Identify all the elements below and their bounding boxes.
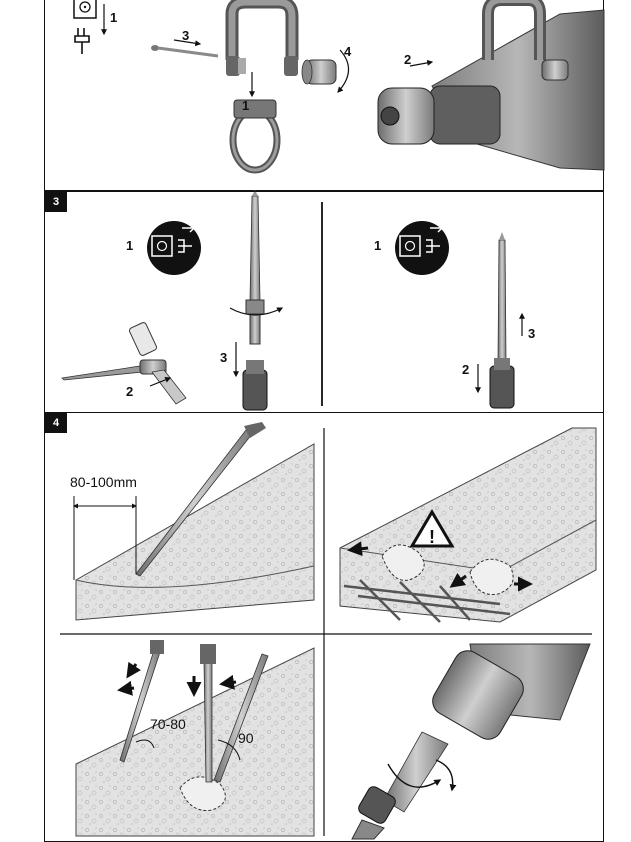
mount-arrow	[410, 62, 432, 66]
panel3-frame	[44, 191, 604, 413]
step-label: 2	[404, 52, 411, 67]
step-label: 3	[182, 28, 189, 43]
chisel-angle-label: 70-80	[150, 716, 186, 732]
panel4-number: 4	[45, 413, 67, 433]
step-label: 4	[344, 44, 351, 59]
step-label: 3	[528, 326, 535, 341]
unplug-icon	[74, 0, 96, 18]
side-handle	[226, 2, 298, 76]
step-label: 1	[242, 98, 249, 113]
step-label: 2	[462, 362, 469, 377]
edge-distance-label: 80-100mm	[70, 474, 137, 490]
clamp-band	[233, 100, 277, 170]
perpendicular-angle-label: 90	[238, 730, 254, 746]
plug-icon	[75, 28, 89, 54]
breaker-body	[378, 0, 604, 170]
step-label: 1	[374, 238, 381, 253]
step-label: 1	[126, 238, 133, 253]
step-label: 1	[110, 10, 117, 25]
step-label: 2	[126, 384, 133, 399]
panel3-number: 3	[45, 192, 67, 212]
handle-bolt	[151, 45, 218, 56]
step-label: 3	[220, 350, 227, 365]
locking-knob	[302, 60, 336, 84]
